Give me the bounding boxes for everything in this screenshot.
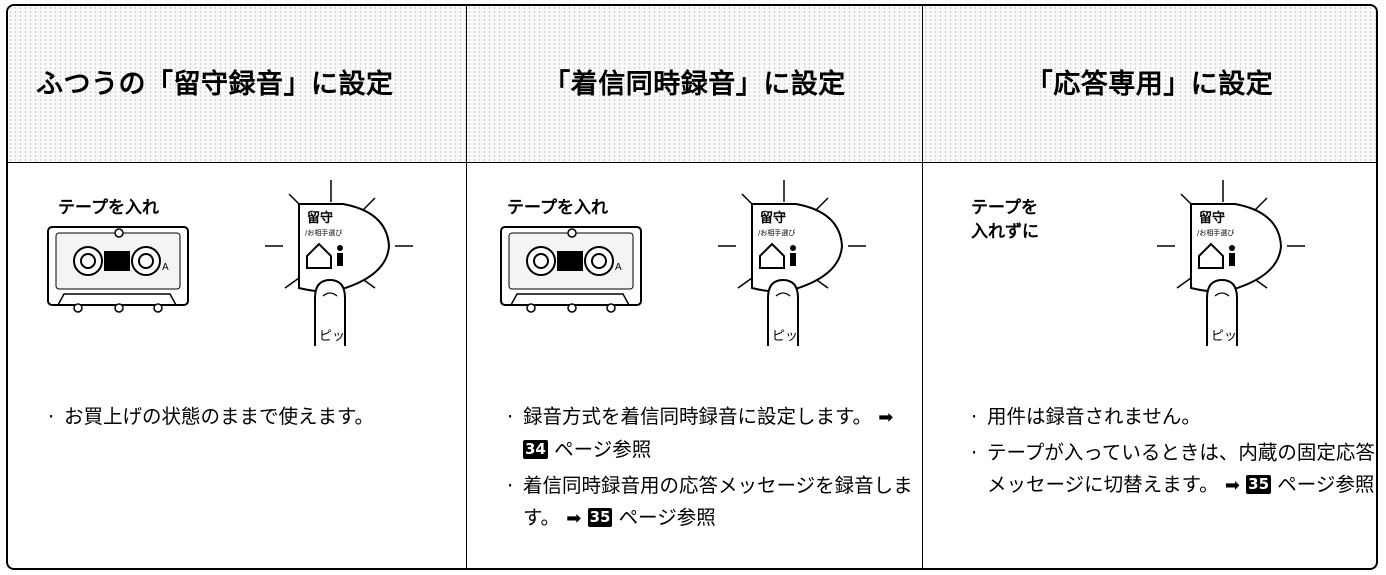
instruction-label: テープを 入れずに	[971, 198, 1039, 242]
note-item: 録音方式を着信同時録音に設定します。 ➡ 34 ページ参照	[507, 401, 922, 466]
column-simultaneous-recording: 「着信同時録音」に設定 テープを入れ A	[466, 6, 922, 568]
svg-text:/お相手選び: /お相手選び	[1197, 228, 1234, 237]
note-item: 着信同時録音用の応答メッセージを録音します。 ➡ 35 ページ参照	[507, 470, 922, 535]
svg-text:留守: 留守	[307, 210, 333, 226]
svg-text:ピッ: ピッ	[319, 329, 345, 344]
column-normal-recording: ふつうの「留守録音」に設定 テープを入れ A	[8, 6, 466, 568]
arrow-icon: ➡	[1224, 475, 1240, 496]
column-header: ふつうの「留守録音」に設定	[8, 6, 466, 163]
page-number-badge: 35	[1246, 475, 1272, 494]
svg-text:ピッ: ピッ	[1211, 329, 1237, 344]
rusu-button-press-illustration: 留守 /お相手選び ピッ	[265, 180, 413, 346]
column-answer-only: 「応答専用」に設定 テープを 入れずに 留守 /お相手選び ピッ	[922, 6, 1376, 568]
instruction-label: テープを入れ	[58, 198, 159, 218]
svg-text:A: A	[162, 262, 169, 273]
page-number-badge: 35	[587, 508, 613, 527]
page-reference: ページ参照	[554, 438, 652, 461]
svg-text:/お相手選び: /お相手選び	[758, 228, 795, 237]
column-title: 「着信同時録音」に設定	[543, 69, 846, 100]
column-title: ふつうの「留守録音」に設定	[36, 69, 394, 100]
rusu-button-press-illustration: 留守 /お相手選び ピッ	[1157, 180, 1305, 346]
svg-text:留守: 留守	[760, 210, 786, 226]
svg-text:ピッ: ピッ	[772, 329, 798, 344]
note-item: テープが入っているときは、内蔵の固定応答メッセージに切替えます。 ➡ 35 ペー…	[971, 437, 1376, 502]
page-reference: ページ参照	[1277, 473, 1375, 496]
svg-text:留守: 留守	[1199, 210, 1225, 226]
settings-table: ふつうの「留守録音」に設定 テープを入れ A	[6, 4, 1378, 570]
rusu-button-press-illustration: 留守 /お相手選び ピッ	[718, 180, 866, 346]
svg-text:/お相手選び: /お相手選び	[305, 228, 342, 237]
column-title: 「応答専用」に設定	[1025, 69, 1274, 100]
instruction-label: テープを入れ	[507, 198, 608, 218]
page-number-badge: 34	[523, 440, 548, 459]
cassette-tape-icon: A	[500, 226, 642, 313]
note-item: 用件は録音されません。	[971, 401, 1376, 433]
arrow-icon: ➡	[878, 407, 894, 428]
column-header: 「着信同時録音」に設定	[467, 6, 922, 163]
note-item: お買上げの状態のままで使えます。	[48, 401, 466, 433]
cassette-tape-icon: A	[47, 226, 189, 313]
page-reference: ページ参照	[618, 506, 716, 529]
notes-list: 録音方式を着信同時録音に設定します。 ➡ 34 ページ参照 着信同時録音用の応答…	[467, 401, 922, 539]
notes-list: 用件は録音されません。 テープが入っているときは、内蔵の固定応答メッセージに切替…	[923, 401, 1376, 506]
column-header: 「応答専用」に設定	[923, 6, 1376, 163]
arrow-icon: ➡	[566, 508, 582, 529]
notes-list: お買上げの状態のままで使えます。	[8, 401, 466, 437]
svg-text:A: A	[615, 262, 622, 273]
